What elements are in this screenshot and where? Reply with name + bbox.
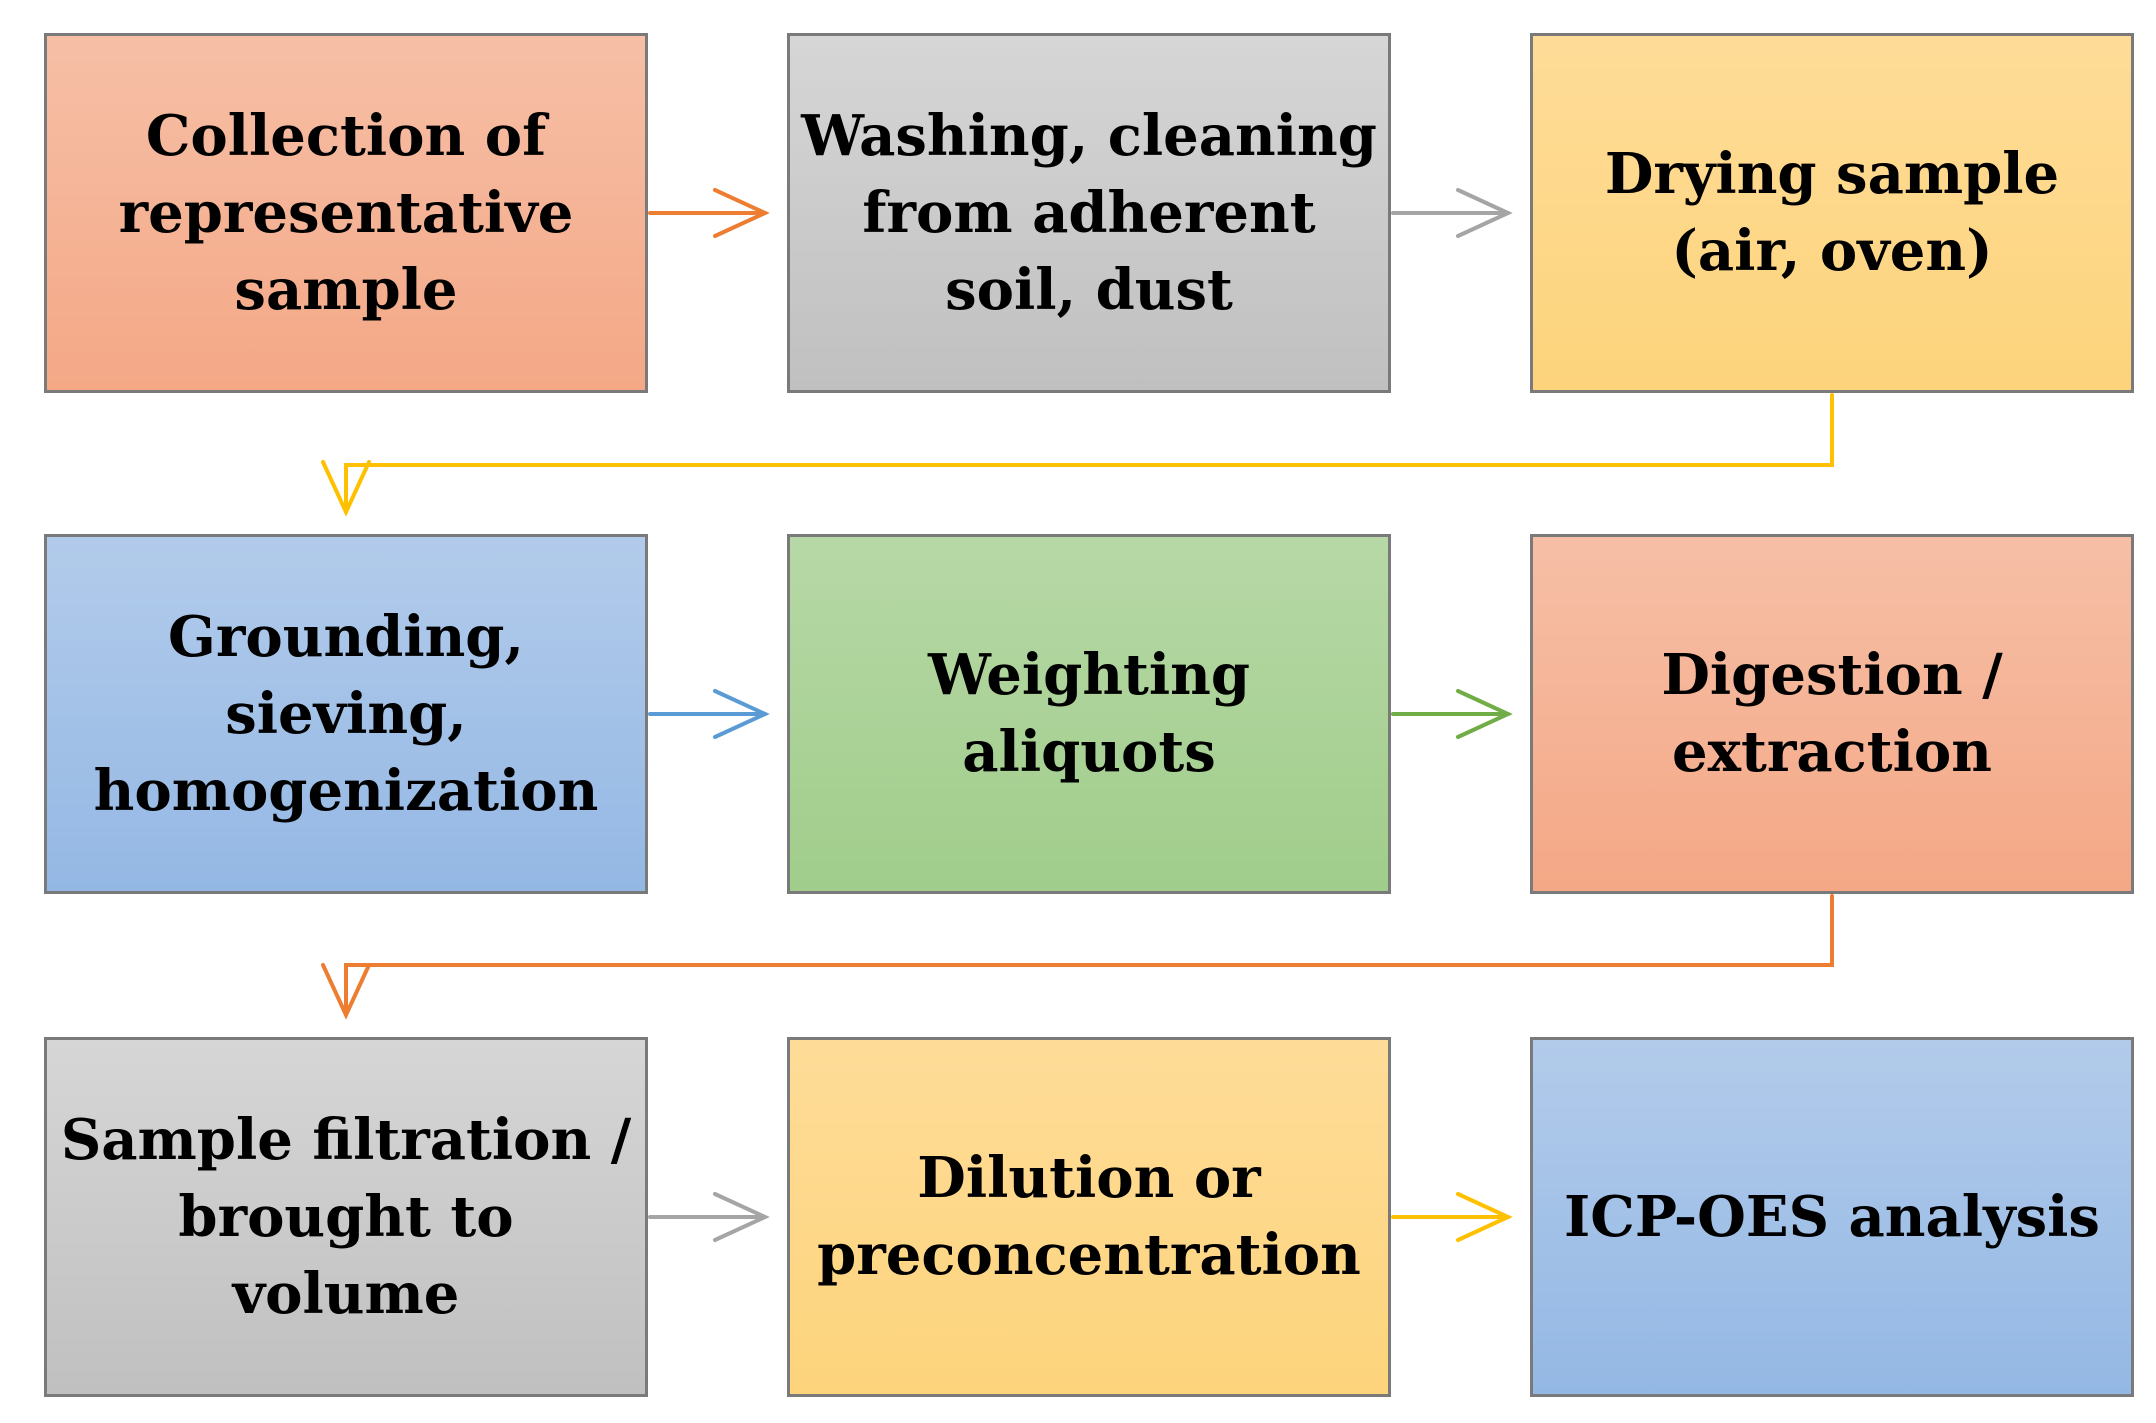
step-label: Grounding, sieving, homogenization	[93, 603, 599, 824]
step-collection-of-representative-sample: Collection of representative sample	[44, 33, 648, 393]
step-label: ICP-OES analysis	[1564, 1183, 2100, 1250]
step-digestion-extraction: Digestion / extraction	[1530, 534, 2134, 894]
step-label: Weighting aliquots	[927, 642, 1251, 785]
step-label: Sample filtration / brought to volume	[60, 1106, 632, 1327]
step-dilution-or-preconcentration: Dilution or preconcentration	[787, 1037, 1391, 1397]
arrow-step4-to-step5	[648, 689, 770, 739]
step-label: Dilution or preconcentration	[817, 1145, 1361, 1288]
step-washing-cleaning: Washing, cleaning from adherent soil, du…	[787, 33, 1391, 393]
step-icp-oes-analysis: ICP-OES analysis	[1530, 1037, 2134, 1397]
step-drying-sample: Drying sample (air, oven)	[1530, 33, 2134, 393]
step-label: Collection of representative sample	[118, 102, 574, 323]
step-sample-filtration: Sample filtration / brought to volume	[44, 1037, 648, 1397]
arrow-step5-to-step6	[1391, 689, 1513, 739]
step-weighting-aliquots: Weighting aliquots	[787, 534, 1391, 894]
arrow-step3-to-step4	[321, 393, 1834, 517]
arrow-step6-to-step7	[321, 894, 1834, 1020]
arrow-step1-to-step2	[648, 188, 770, 238]
arrow-step7-to-step8	[648, 1192, 770, 1242]
arrow-step8-to-step9	[1391, 1192, 1513, 1242]
step-label: Washing, cleaning from adherent soil, du…	[801, 102, 1377, 323]
step-grounding-sieving-homogenization: Grounding, sieving, homogenization	[44, 534, 648, 894]
step-label: Drying sample (air, oven)	[1604, 141, 2060, 284]
arrow-step2-to-step3	[1391, 188, 1513, 238]
step-label: Digestion / extraction	[1661, 642, 2003, 785]
